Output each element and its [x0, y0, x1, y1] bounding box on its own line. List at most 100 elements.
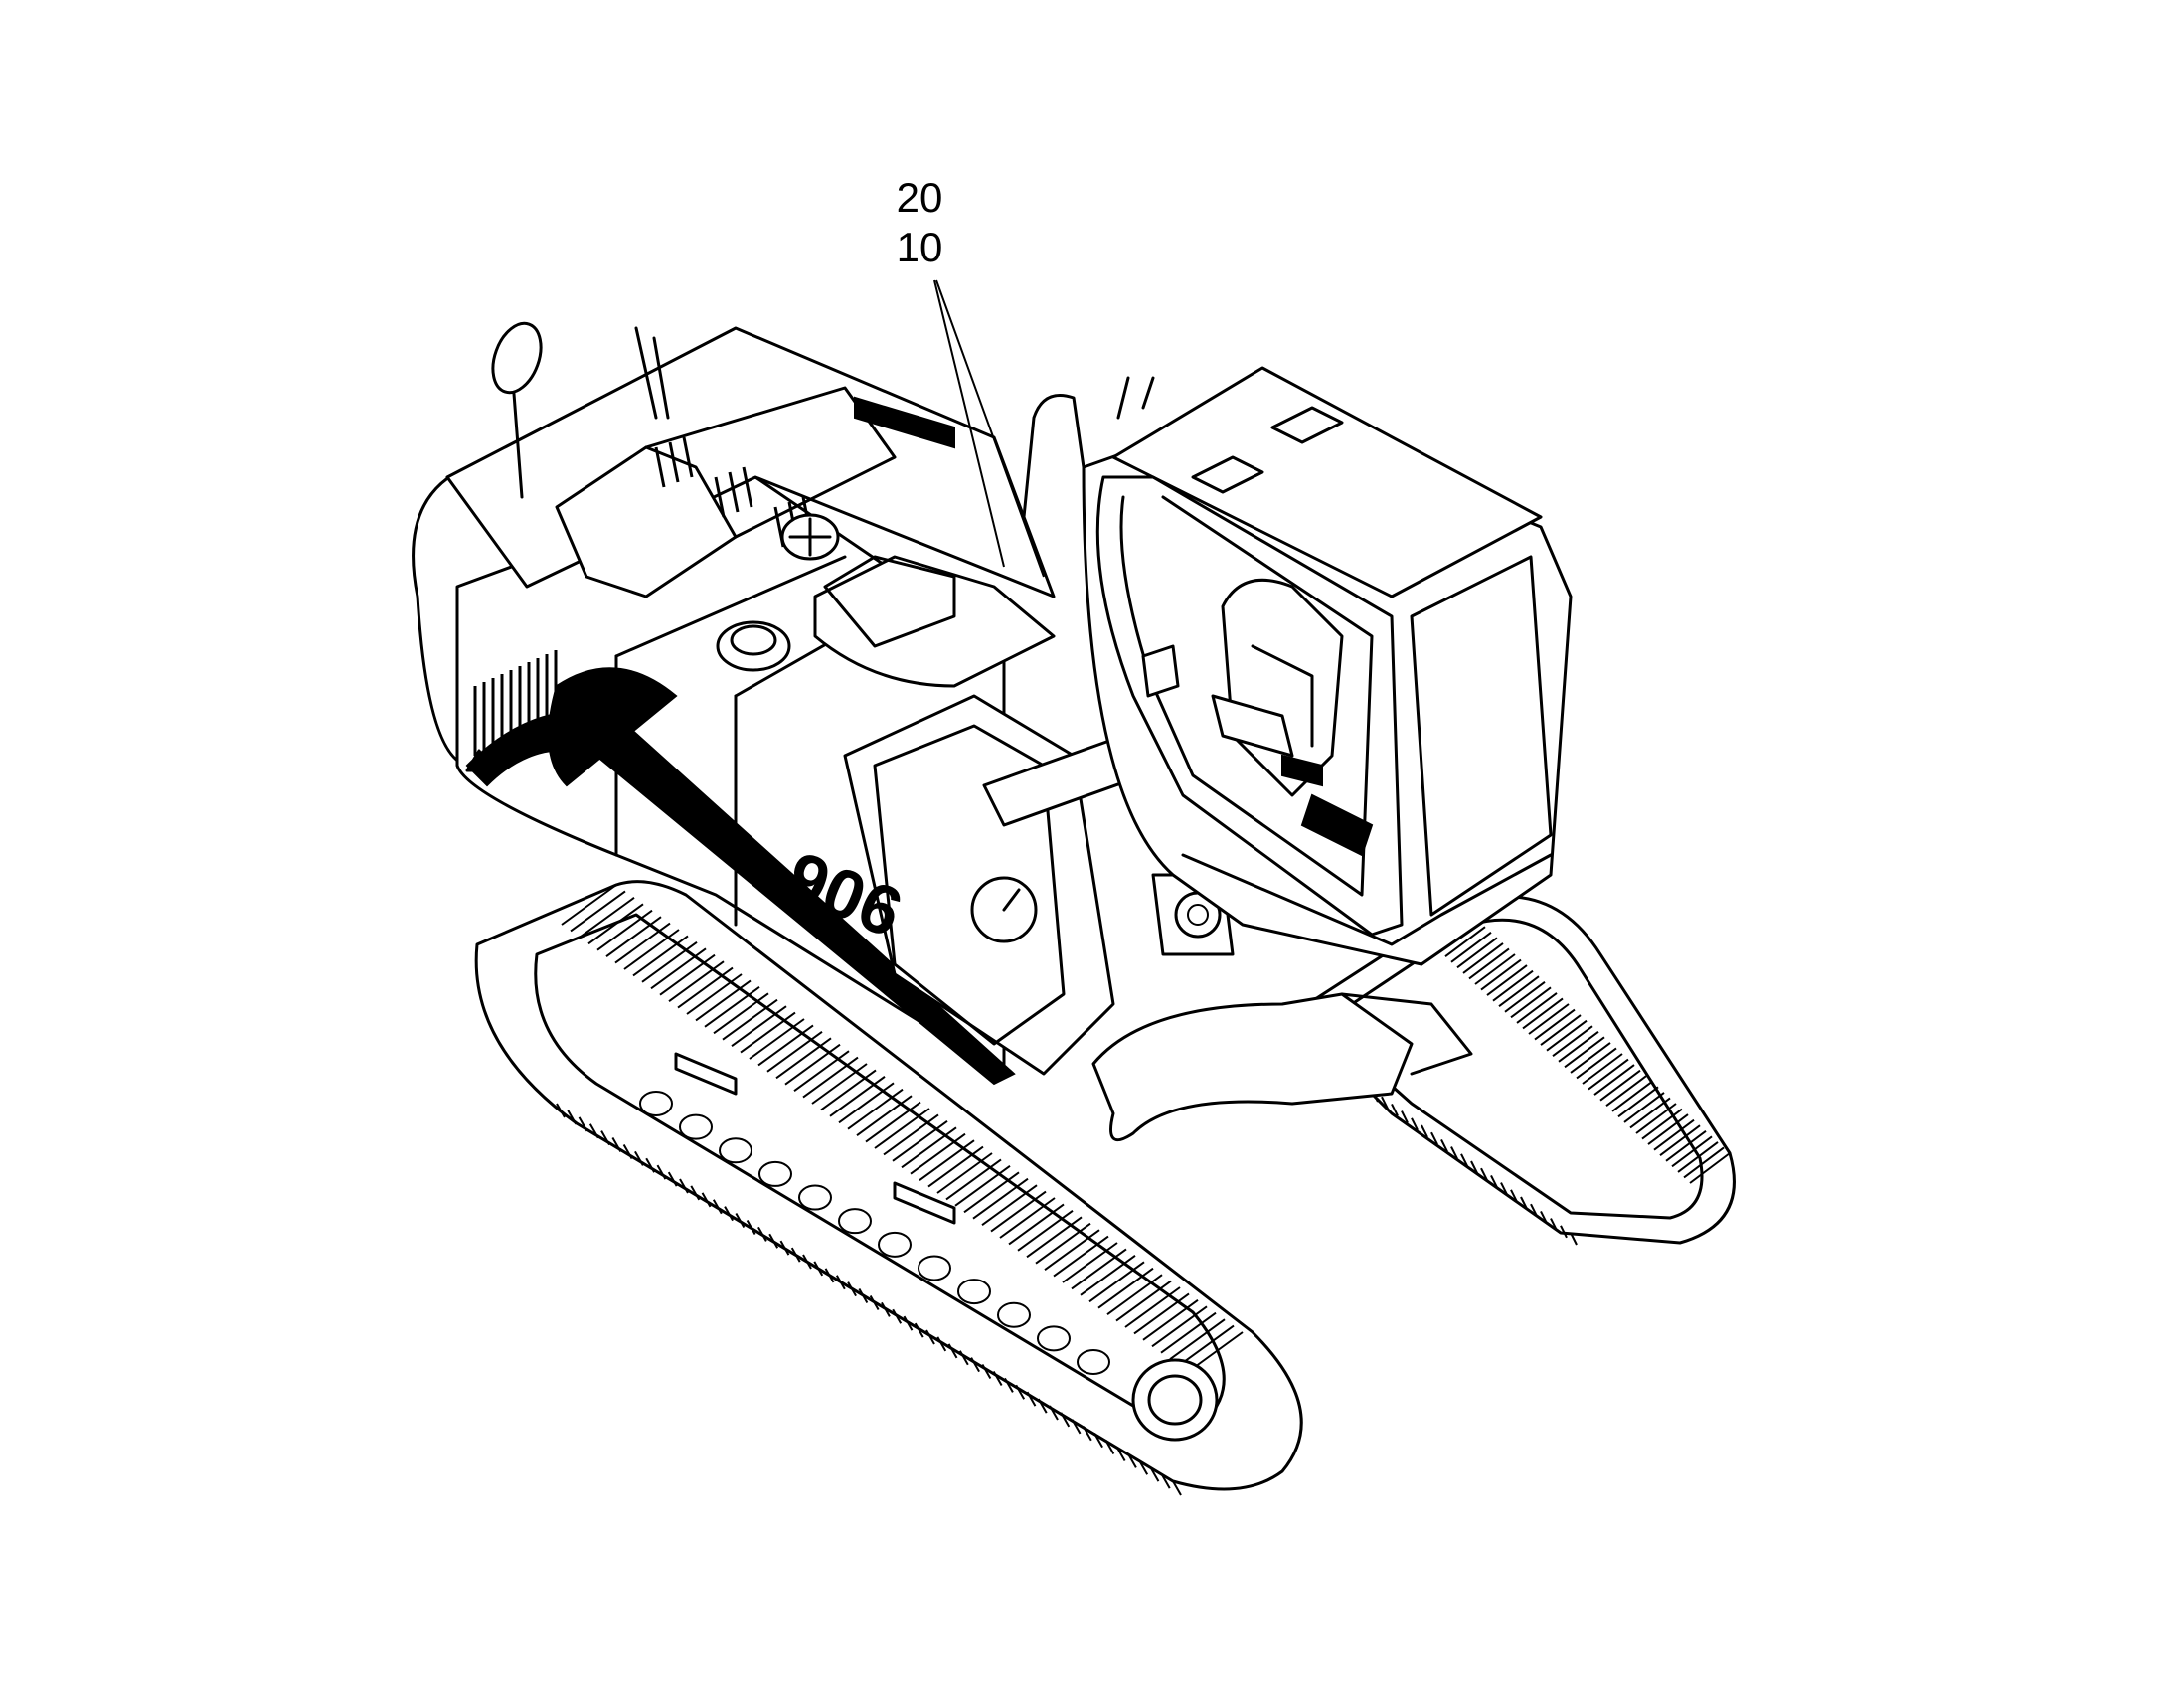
track-tread: [1142, 1299, 1199, 1341]
track-tread: [1629, 1097, 1671, 1129]
track-tread: [1653, 1118, 1695, 1151]
track-tread: [1522, 997, 1564, 1030]
track-tread: [1080, 1255, 1136, 1296]
track-tread: [936, 1336, 947, 1352]
track-tread: [1151, 1305, 1208, 1348]
track-tread: [936, 1152, 993, 1194]
track-tread: [1106, 1274, 1163, 1315]
track-tread: [632, 935, 689, 977]
track-tread: [858, 1288, 869, 1304]
track-tread: [1391, 1103, 1399, 1116]
track-tread: [1060, 1412, 1071, 1428]
track-tread: [1582, 1053, 1623, 1085]
callout-label-bottom: 10: [896, 224, 943, 270]
track-tread: [1456, 937, 1498, 969]
track-tread: [1071, 1248, 1127, 1290]
track-tread: [824, 1268, 835, 1283]
engine-hood: [445, 326, 1056, 688]
track-tread: [865, 1101, 921, 1143]
track-tread: [1381, 1096, 1389, 1110]
track-roller: [838, 1208, 872, 1235]
track-tread: [757, 1226, 767, 1242]
track-tread: [1546, 1019, 1588, 1052]
track-tread: [1534, 1008, 1576, 1041]
track-tread: [1588, 1058, 1629, 1091]
track-tread: [883, 1113, 939, 1156]
track-roller: [1037, 1325, 1071, 1352]
operator-cab: [1022, 366, 1573, 966]
track-roller: [997, 1301, 1031, 1328]
hood-vent: [668, 441, 680, 483]
track-tread: [757, 1024, 814, 1067]
track-tread: [1510, 986, 1552, 1019]
track-tread: [735, 1213, 746, 1229]
track-tread: [570, 890, 626, 933]
track-tread: [1480, 958, 1522, 991]
track-tread: [1115, 1446, 1126, 1461]
track-tread: [1570, 1232, 1578, 1246]
track-tread: [1540, 1014, 1582, 1046]
track-tread: [945, 1158, 1002, 1201]
left-track: [474, 880, 1303, 1496]
track-tread: [869, 1294, 880, 1310]
track-tread: [856, 1095, 913, 1136]
track-tread: [1641, 1108, 1683, 1140]
track-tread: [1172, 1480, 1182, 1496]
track-tread: [1516, 992, 1558, 1024]
track-tread: [992, 1370, 1003, 1386]
boom-foot: 906: [776, 694, 1235, 1076]
track-roller: [878, 1231, 912, 1258]
track-tread: [1444, 926, 1486, 958]
track-tread: [740, 1011, 796, 1054]
track-tread: [746, 1219, 756, 1235]
track-tread: [1035, 1222, 1091, 1265]
track-tread: [614, 922, 671, 964]
track-roller: [679, 1113, 713, 1140]
track-tread: [838, 1082, 895, 1124]
track-tread: [1617, 1086, 1659, 1118]
track-tread: [1611, 1080, 1653, 1112]
mirror-post: [491, 321, 670, 499]
track-tread: [1178, 1324, 1235, 1367]
track-tread: [1460, 1153, 1468, 1167]
track-tread: [1127, 1452, 1137, 1468]
track-tread: [1071, 1419, 1082, 1435]
track-tread: [1124, 1286, 1181, 1328]
track-tread: [811, 1063, 868, 1105]
right-track: [1290, 895, 1736, 1246]
track-tread: [1671, 1135, 1713, 1168]
track-tread: [1480, 1167, 1488, 1181]
track-tread: [901, 1126, 957, 1169]
track-tread: [578, 1116, 588, 1132]
track-tread: [1104, 1440, 1115, 1455]
hood-vent: [682, 436, 694, 478]
track-tread: [1635, 1103, 1677, 1134]
track-tread: [927, 1145, 984, 1188]
track-tread: [981, 1184, 1038, 1226]
track-tread: [722, 998, 778, 1041]
hood-vent: [654, 446, 666, 488]
track-tread: [958, 1350, 969, 1366]
track-tread: [656, 1164, 667, 1180]
track-tread: [731, 1005, 787, 1047]
track-tread: [1623, 1092, 1665, 1123]
track-tread: [1560, 1225, 1568, 1239]
track-tread: [749, 1018, 805, 1060]
track-tread: [802, 1056, 859, 1099]
track-tread: [1552, 1025, 1593, 1058]
track-tread: [768, 1233, 779, 1249]
track-tread: [1647, 1113, 1689, 1145]
track-tread: [1004, 1377, 1014, 1393]
track-tread: [677, 966, 734, 1009]
track-tread: [1450, 931, 1492, 963]
track-tread: [588, 1123, 599, 1139]
track-roller: [957, 1279, 991, 1305]
track-tread: [1044, 1229, 1100, 1271]
track-tread: [874, 1108, 930, 1149]
track-tread: [561, 884, 617, 926]
track-tread: [1026, 1216, 1083, 1259]
track-tread: [954, 1165, 1011, 1207]
track-tread: [990, 1190, 1047, 1233]
